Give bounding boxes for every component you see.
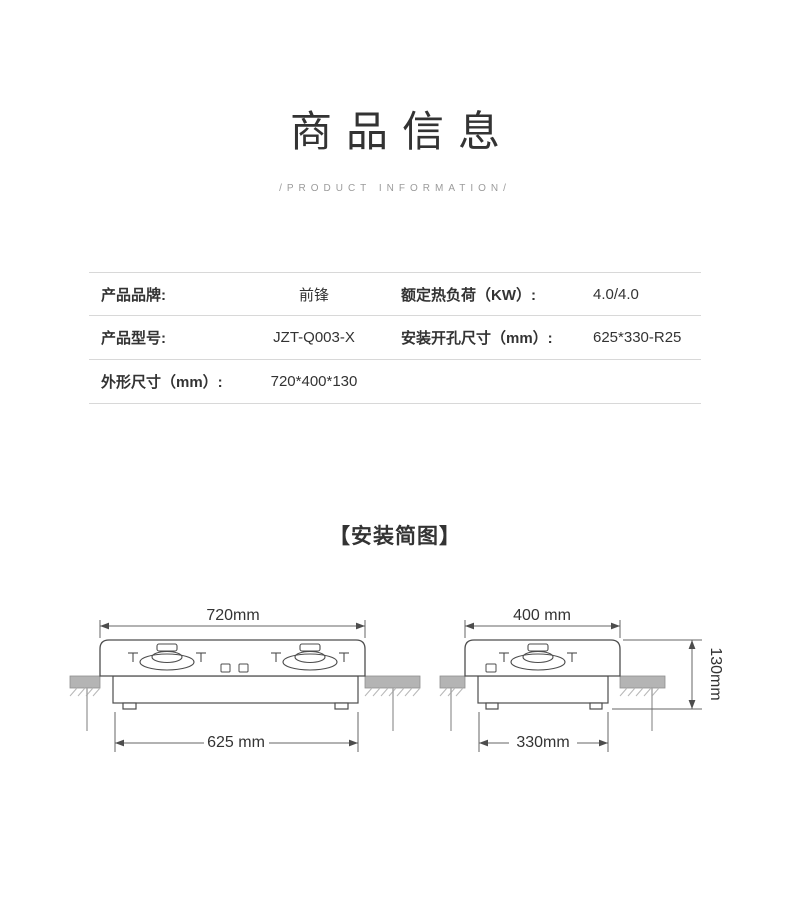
dimension-top-depth: 400 mm	[464, 607, 621, 638]
spec-label-model: 产品型号:	[101, 330, 166, 347]
stove-foot	[589, 702, 603, 710]
spec-label-heat-load: 额定热负荷（KW）:	[401, 286, 536, 304]
page-header: 商品信息 /PRODUCT INFORMATION/	[0, 0, 790, 194]
installation-diagram-area: 720mm 625 mm	[0, 600, 790, 805]
spec-label-brand: 产品品牌:	[101, 286, 166, 304]
stove-foot	[334, 702, 349, 710]
dimension-cutout-width: 625 mm	[114, 712, 359, 752]
spec-value-brand: 前锋	[298, 286, 329, 304]
spec-value-cutout-size: 625*330-R25	[593, 329, 682, 346]
spec-label-overall-size: 外形尺寸（mm）:	[101, 374, 223, 391]
dimension-label-720: 720mm	[206, 607, 259, 624]
countertop-front	[69, 675, 421, 731]
cooktop-panel-side	[464, 639, 621, 677]
product-info-page: 商品信息 /PRODUCT INFORMATION/ 产品品牌: 前锋 额定热负…	[0, 0, 790, 805]
stove-lower-body-front	[112, 675, 359, 710]
burner-left	[128, 643, 206, 671]
stove-foot	[485, 702, 499, 710]
control-knobs	[220, 663, 249, 673]
stove-lower-body-side	[477, 675, 609, 710]
dimension-label-625: 625 mm	[207, 734, 265, 751]
installation-diagram: 720mm 625 mm	[69, 607, 724, 752]
spec-value-model: JZT-Q003-X	[273, 329, 355, 346]
spec-row-overall-size: 外形尺寸（mm）: 720*400*130	[89, 360, 701, 404]
dimension-label-400: 400 mm	[513, 607, 571, 624]
spec-label-cutout-size: 安装开孔尺寸（mm）:	[401, 330, 553, 347]
section-title-installation-diagram: 【安装简图】	[329, 525, 461, 548]
spec-row-model: 产品型号: JZT-Q003-X 安装开孔尺寸（mm）: 625*330-R25	[89, 316, 701, 360]
dimension-cutout-depth: 330mm	[478, 712, 609, 752]
hatch-marks	[439, 687, 660, 697]
dimension-label-330: 330mm	[516, 734, 569, 751]
spec-value-heat-load: 4.0/4.0	[593, 285, 639, 303]
control-knob-side	[485, 663, 497, 673]
stove-foot	[122, 702, 137, 710]
dimension-label-130: 130mm	[707, 647, 724, 700]
spec-table: 产品品牌: 前锋 额定热负荷（KW）: 4.0/4.0 产品型号: JZT-Q0…	[89, 272, 701, 404]
page-subtitle: /PRODUCT INFORMATION/	[279, 183, 511, 194]
dimension-top-width: 720mm	[99, 607, 366, 638]
spec-row-brand: 产品品牌: 前锋 额定热负荷（KW）: 4.0/4.0	[89, 272, 701, 316]
countertop-side	[439, 675, 666, 731]
cooktop-panel-front	[99, 639, 366, 677]
burner-right	[271, 643, 349, 671]
front-view: 720mm 625 mm	[69, 607, 421, 752]
spec-value-overall-size: 720*400*130	[270, 373, 358, 390]
cabinet-walls	[86, 688, 394, 731]
burner-side	[499, 643, 577, 671]
dimension-height: 130mm	[612, 639, 724, 710]
page-title: 商品信息	[289, 108, 514, 155]
side-view: 400 mm 330mm	[439, 607, 724, 752]
